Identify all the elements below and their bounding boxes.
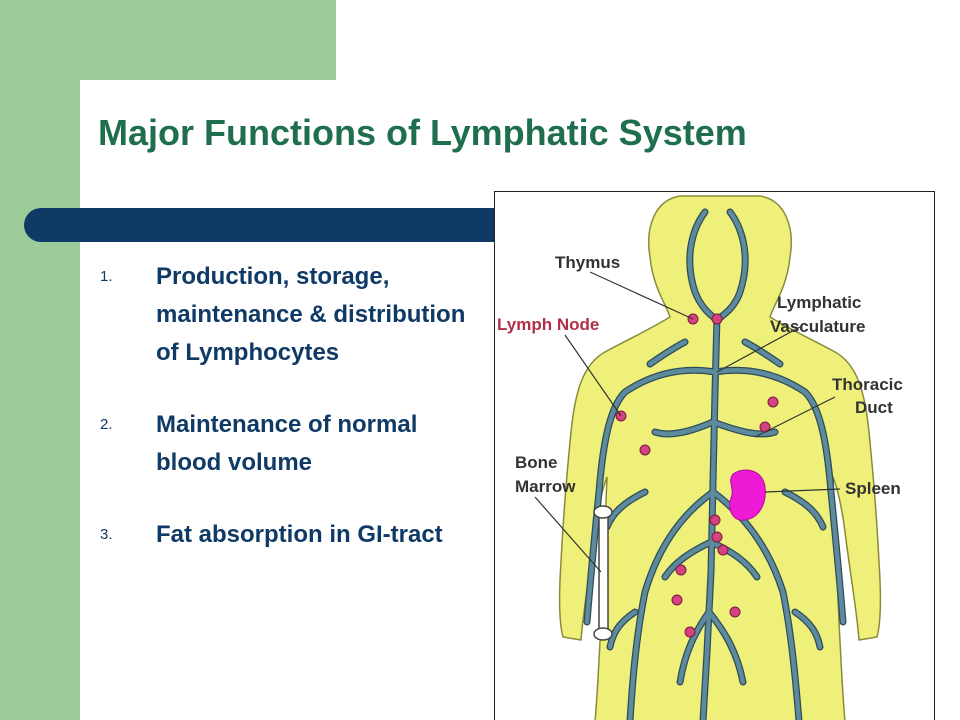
function-text: Fat absorption in GI-tract <box>156 521 443 548</box>
green-sidebar-band <box>0 0 80 720</box>
label-vasculature: Vasculature <box>770 317 865 336</box>
bone-illustration <box>593 505 613 641</box>
lymphatic-body-illustration: Thymus Lymph Node Lymphatic Vasculature … <box>497 195 903 720</box>
label-thymus: Thymus <box>555 253 620 272</box>
lymph-nodes <box>615 313 779 638</box>
function-number: 2. <box>100 416 113 433</box>
function-number: 1. <box>100 268 113 285</box>
function-item-1: 1. Production, storage, maintenance & di… <box>98 258 488 372</box>
label-duct: Duct <box>855 398 893 417</box>
label-leader-lines <box>534 271 841 573</box>
spleen-organ <box>729 469 766 521</box>
functions-list: 1. Production, storage, maintenance & di… <box>98 258 488 588</box>
label-lymph-node: Lymph Node <box>497 315 599 334</box>
label-spleen: Spleen <box>845 479 901 498</box>
title-divider-bar <box>24 208 544 242</box>
body-silhouette <box>558 195 882 720</box>
function-item-3: 3. Fat absorption in GI-tract <box>98 516 488 554</box>
function-item-2: 2. Maintenance of normal blood volume <box>98 406 488 482</box>
label-bone: Bone <box>515 453 558 472</box>
function-number: 3. <box>100 526 113 543</box>
function-text: Production, storage, maintenance & distr… <box>156 263 466 366</box>
slide-title: Major Functions of Lymphatic System <box>98 112 747 153</box>
label-thoracic: Thoracic <box>832 375 903 394</box>
label-lymphatic: Lymphatic <box>777 293 861 312</box>
lymphatic-system-diagram: Thymus Lymph Node Lymphatic Vasculature … <box>494 191 935 720</box>
label-marrow: Marrow <box>515 477 576 496</box>
lymphatic-vessels <box>583 208 847 720</box>
green-top-band <box>0 0 336 80</box>
function-text: Maintenance of normal blood volume <box>156 411 418 476</box>
